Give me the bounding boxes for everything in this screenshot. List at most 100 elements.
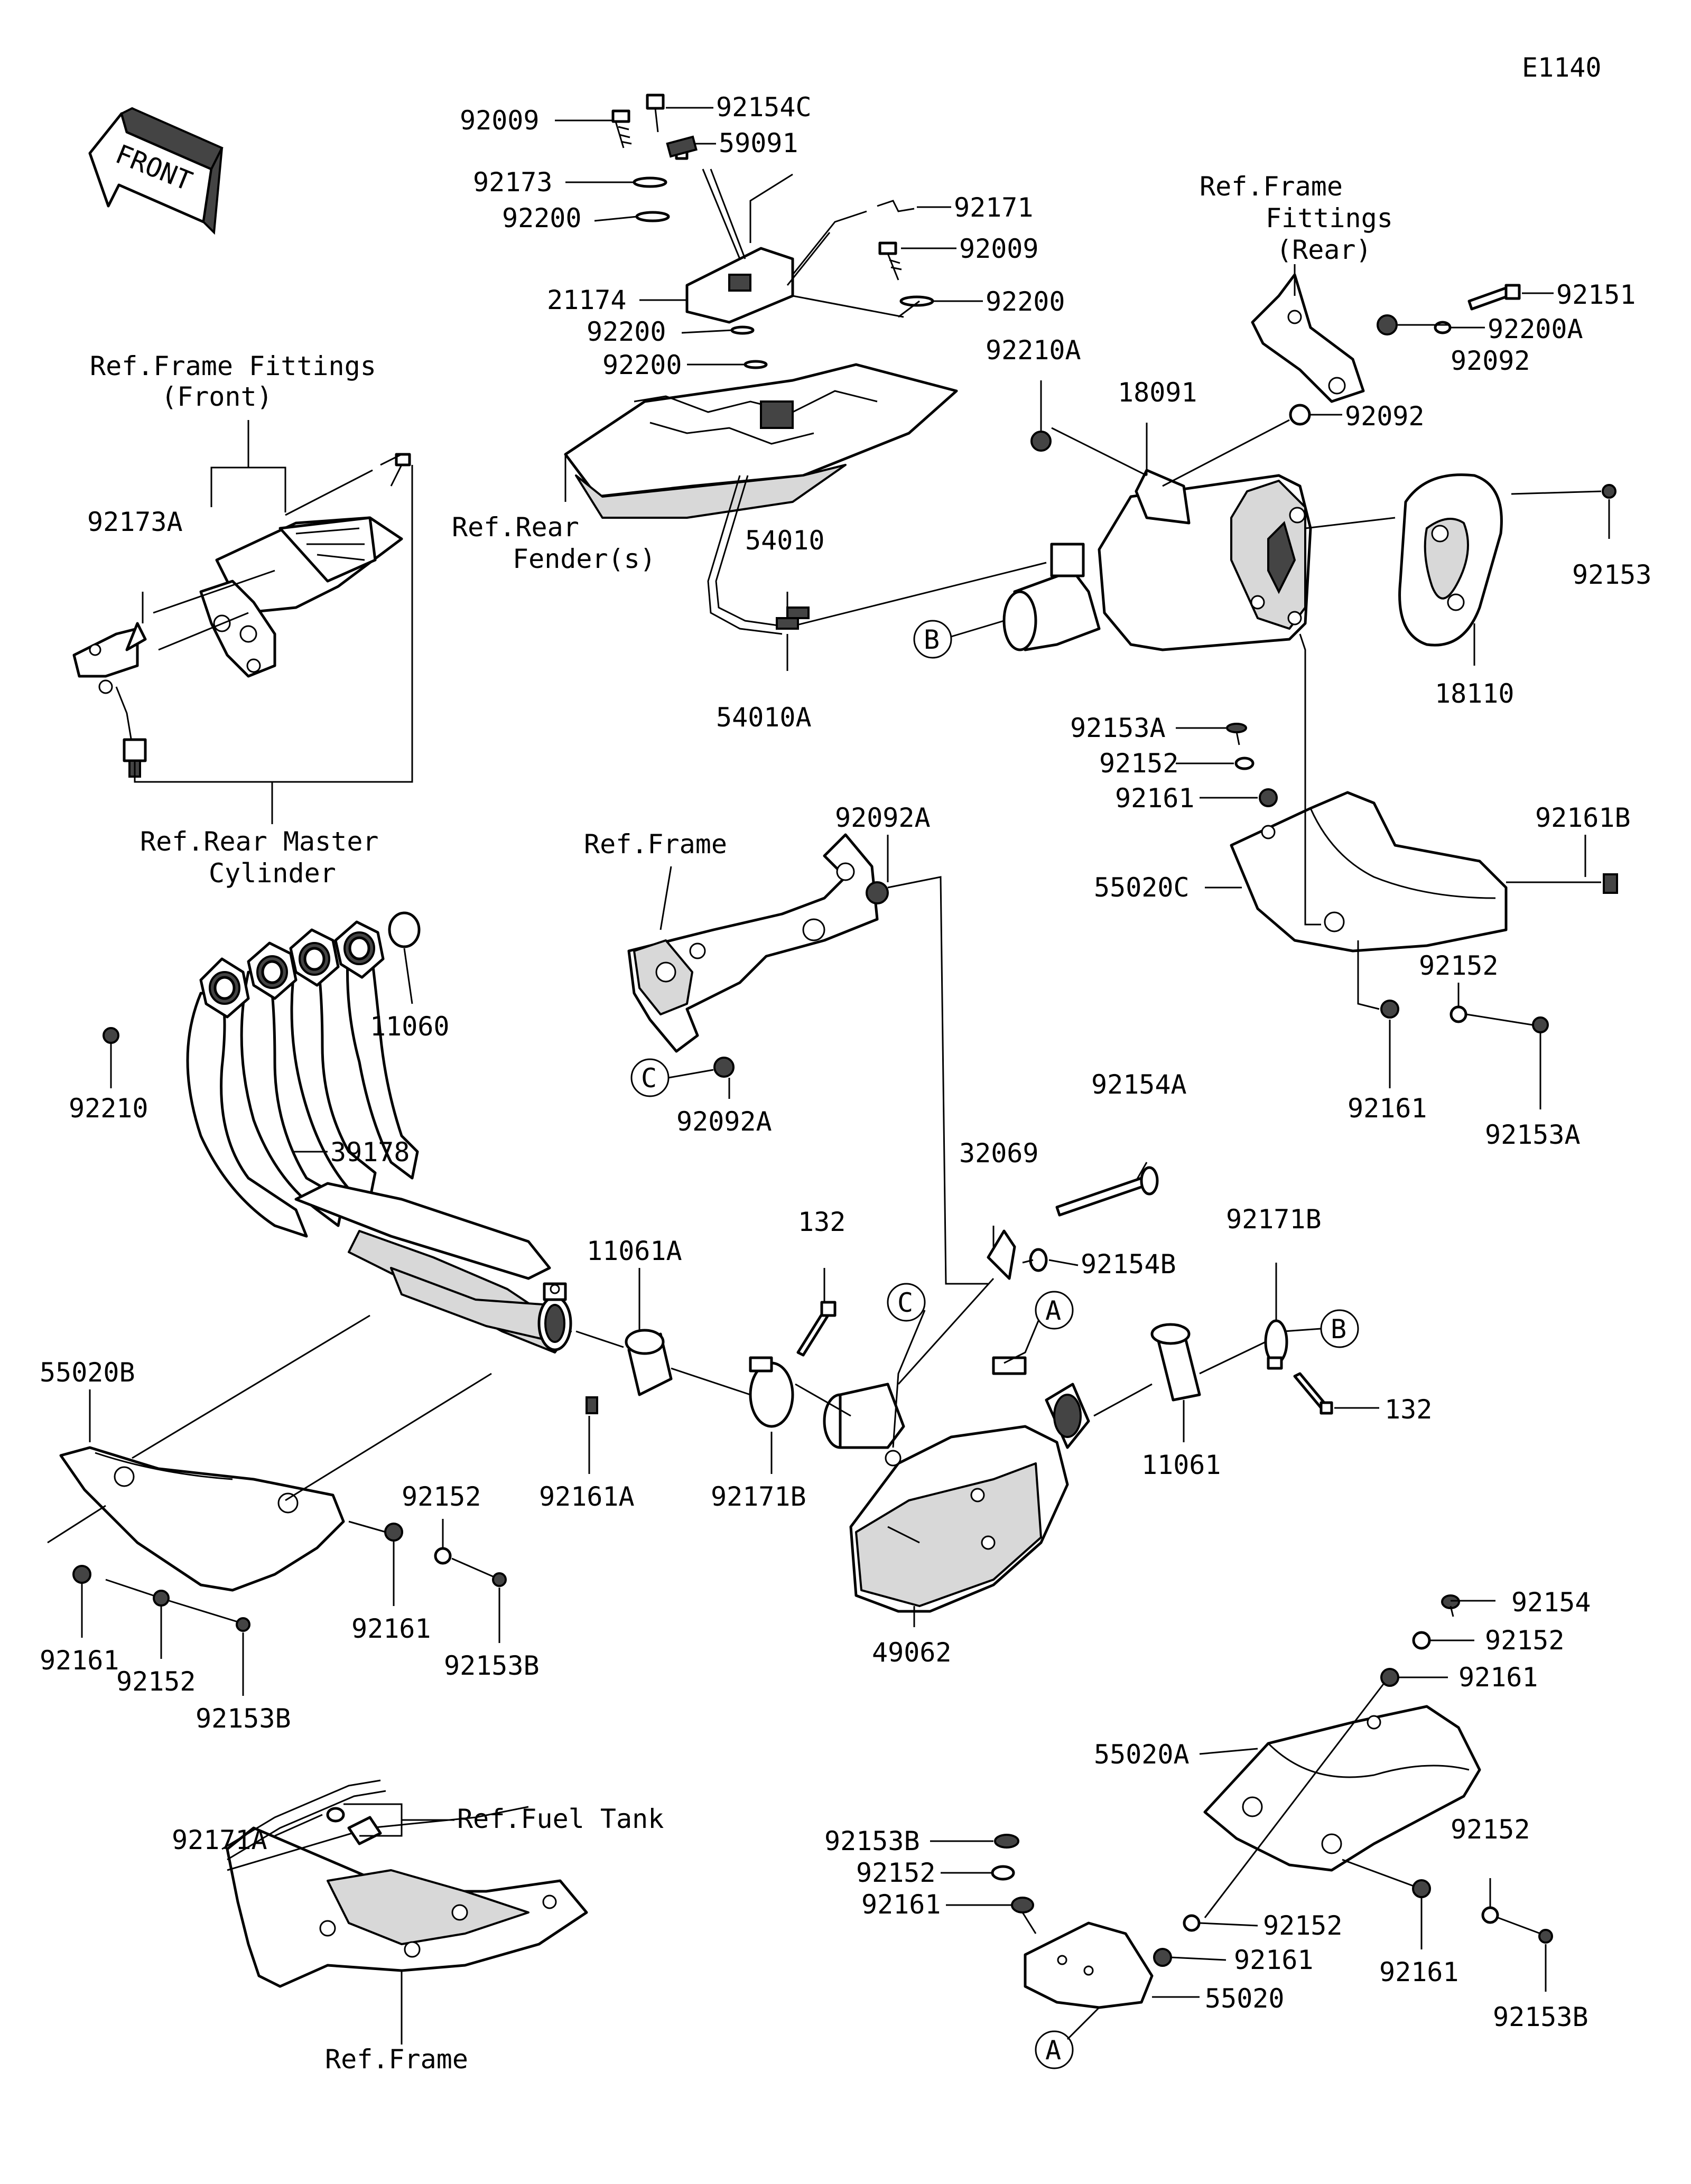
washer-92200A [1434,321,1452,334]
label-132-top: 132 [798,1207,846,1237]
callout-b-clamp: B [1320,1309,1359,1348]
collar-92152-left [434,1547,452,1565]
mid-frame-section [627,833,879,1053]
label-18110: 18110 [1435,678,1515,709]
label-92153B-bl: 92153B [824,1826,920,1856]
ref-frame-bottom: Ref.Frame [325,2044,468,2075]
label-39178: 39178 [330,1137,410,1168]
svg-text:Ref.Rear: Ref.Rear [452,512,579,543]
screw-92153A-top [1226,723,1247,745]
label-92200A: 92200A [1488,314,1583,344]
label-92152-left: 92152 [402,1481,481,1512]
ref-frame-fittings-front: Ref.Frame Fittings (Front) [90,351,376,412]
label-55020C: 55020C [1094,872,1190,903]
grommet-92161-bl [1011,1897,1034,1914]
washer-92200-d [744,360,768,369]
bolt-92154A [1055,1166,1159,1217]
label-92009-mid: 92009 [959,234,1039,264]
label-92200-c: 92200 [587,316,666,347]
bracket-55020 [1024,1921,1154,2009]
label-92173: 92173 [473,167,553,198]
label-92171: 92171 [954,192,1034,223]
rear-frame-fitting [1251,273,1365,403]
header-flanges [199,920,385,1019]
nut-92210A [1030,431,1052,452]
callout-c-frame: C [630,1058,670,1097]
sleeve-11061 [1150,1323,1201,1402]
label-92171A: 92171A [172,1825,267,1855]
ref-fuel-tank: Ref.Fuel Tank [457,1804,664,1834]
label-92152-br1: 92152 [1485,1625,1565,1656]
bolt-92009-mid [878,241,902,281]
svg-text:Ref.Frame Fittings: Ref.Frame Fittings [90,351,376,381]
label-92092-b: 92092 [1345,401,1425,432]
callout-a-chamber: A [1035,1291,1074,1330]
svg-text:A: A [1045,1295,1061,1326]
label-11060: 11060 [370,1011,450,1042]
label-92092A-bottom: 92092A [676,1106,772,1137]
bolt-92151 [1467,284,1521,311]
label-11061A: 11061A [587,1236,682,1266]
label-32069: 32069 [959,1138,1039,1169]
label-92152-br2: 92152 [1451,1814,1530,1845]
grommet-92161-top [1259,788,1278,807]
clip-92171A [326,1807,382,1845]
svg-text:A: A [1045,2035,1061,2066]
grommet-92161-right [1380,1000,1399,1019]
label-54010: 54010 [745,525,825,556]
callout-a-bracket: A [1035,2030,1074,2069]
washer-92173 [633,176,667,188]
collar-92152-br3 [1481,1906,1499,1924]
collar-92152-right [1450,1005,1467,1023]
sleeve-11061A [625,1329,673,1396]
label-92009-top: 92009 [460,105,540,136]
label-92210A: 92210A [986,335,1081,366]
grommet-92161B [1603,873,1618,894]
frame-bottom [221,1779,588,1988]
rubber-59091 [666,135,698,158]
label-92151: 92151 [1556,279,1636,310]
washer-92200-a [635,211,670,222]
label-92200-d: 92200 [602,350,682,380]
svg-text:(Rear): (Rear) [1276,235,1372,265]
ref-frame-fittings-rear: Ref.Frame Fittings (Rear) [1200,171,1393,265]
label-92161-left: 92161 [351,1613,431,1644]
heat-guard-55020C [1230,791,1508,953]
collar-92152-bl [991,1865,1015,1881]
clamp-92171B-mid [749,1356,794,1428]
muffler-cover-18110 [1398,473,1503,647]
label-92153A-right: 92153A [1485,1119,1581,1150]
label-18091: 18091 [1118,377,1197,408]
label-92154A: 92154A [1091,1069,1187,1100]
rear-fender-assembly [564,141,958,519]
label-92153B-br: 92153B [1493,2002,1588,2032]
label-92152-top: 92152 [1099,748,1179,779]
grommet-92161-left [384,1523,403,1542]
label-92161-br2: 92161 [1234,1945,1314,1975]
label-92161-br3: 92161 [1379,1957,1459,1987]
clamp-92171B-right [1264,1319,1288,1370]
svg-text:(Front): (Front) [161,381,273,412]
label-92161B: 92161B [1535,802,1631,833]
front-direction-arrow: FRONT [88,107,224,235]
svg-text:Fender(s): Fender(s) [513,544,656,574]
label-55020B: 55020B [40,1357,135,1388]
label-92152-bl: 92152 [856,1858,936,1888]
muffler-18091 [1002,469,1312,651]
label-92161-top: 92161 [1115,783,1195,814]
label-92161-br1: 92161 [1458,1662,1538,1693]
label-92153: 92153 [1572,559,1652,590]
label-92161A: 92161A [539,1481,635,1512]
label-92153B-left: 92153B [444,1650,540,1681]
bolt-front-fitting [390,453,411,487]
grommet-92161-br3 [1412,1879,1431,1898]
label-92154: 92154 [1511,1587,1591,1618]
bolt-132-top [796,1301,837,1357]
label-92200-a: 92200 [502,203,582,234]
svg-text:Fittings: Fittings [1266,203,1393,234]
diagram-id: E1140 [1522,52,1602,83]
label-49062: 49062 [872,1637,952,1668]
collar-92152-br1 [1412,1631,1431,1650]
label-92152-right: 92152 [1419,950,1499,981]
ref-frame-mid: Ref.Frame [584,829,727,860]
